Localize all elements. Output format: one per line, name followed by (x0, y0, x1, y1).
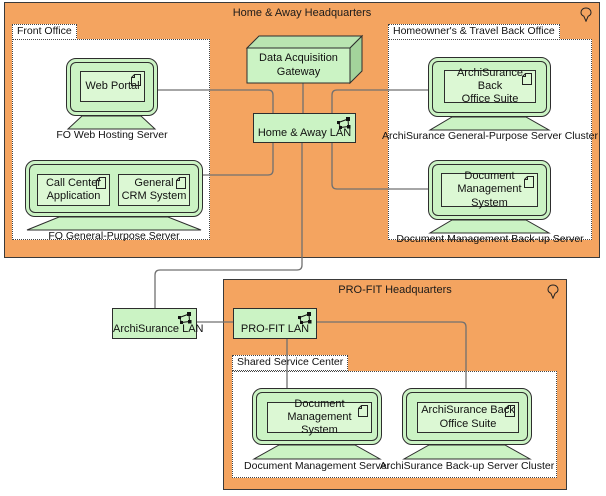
group-label: Front Office (17, 25, 72, 37)
artifact-document-icon (524, 176, 534, 188)
artifact-document-icon (522, 73, 532, 85)
device-label-dm-backup-server: Document Management Back-up Server (396, 233, 584, 245)
artifact-document-icon (505, 405, 515, 417)
connector-fo-server-to-ha-lan[interactable] (203, 143, 274, 176)
app-label: Document Management System (287, 397, 352, 437)
group-label: Homeowner's & Travel Back Office (393, 25, 555, 37)
app-archisurance-back-office-suite[interactable]: ArchiSurance Back Office Suite (417, 402, 519, 433)
device-label-fo-web-hosting-server: FO Web Hosting Server (56, 129, 168, 141)
network-icon (298, 312, 312, 324)
app-document-management-system[interactable]: Document Management System (441, 170, 538, 209)
app-label: Call Center Application (45, 176, 102, 202)
artifact-document-icon (358, 405, 368, 417)
location-pin-icon (580, 7, 592, 22)
artifact-document-icon (96, 177, 106, 189)
network-label: PRO-FIT LAN (240, 323, 310, 335)
device-label-archisurance-cluster: ArchiSurance General-Purpose Server Clus… (382, 130, 598, 142)
device-label-fo-general-purpose-server: FO General-Purpose Server (48, 230, 180, 242)
app-label: ArchiSurance Back Office Suite (456, 66, 524, 106)
location-title: PRO-FIT Headquarters (338, 284, 452, 296)
app-call-center-application[interactable]: Call Center Application (37, 174, 110, 206)
device-pedestal (428, 220, 551, 234)
gateway-label: Data Acquisition Gateway (259, 51, 338, 78)
device-pedestal (402, 445, 532, 460)
network-home-away-lan[interactable]: Home & Away LAN (253, 113, 356, 143)
group-tab-back-office[interactable]: Homeowner's & Travel Back Office (388, 24, 560, 40)
network-icon (337, 117, 351, 129)
device-pedestal (252, 445, 382, 460)
app-web-portal[interactable]: Web Portal (80, 71, 145, 102)
app-document-management-system[interactable]: Document Management System (267, 398, 372, 436)
artifact-document-icon (131, 74, 141, 86)
device-pedestal (428, 117, 551, 131)
app-label: ArchiSurance Back Office Suite (421, 404, 515, 430)
network-pro-fit-lan[interactable]: PRO-FIT LAN (233, 308, 317, 339)
connector-backup-server-to-ha-lan[interactable] (331, 143, 428, 190)
network-archisurance-lan[interactable]: ArchiSurance LAN (112, 308, 204, 339)
app-general-crm-system[interactable]: General CRM System (118, 174, 190, 206)
connector-profit-lan-to-backup-cluster[interactable] (317, 321, 467, 388)
device-label-archisurance-backup-cluster: ArchiSurance Back-up Server Cluster (379, 460, 555, 472)
network-label: ArchiSurance LAN (113, 323, 204, 335)
connector-ha-lan-to-archisurance-lan[interactable] (154, 143, 303, 308)
app-label: General CRM System (121, 176, 187, 202)
network-label: Home & Away LAN (257, 127, 352, 139)
node-data-acquisition-gateway[interactable] (244, 33, 364, 84)
network-icon (178, 312, 192, 324)
group-label: Shared Service Center (237, 356, 344, 368)
connector-cluster-to-ha-lan[interactable] (331, 89, 428, 113)
artifact-document-icon (176, 177, 186, 189)
app-label: Web Portal (85, 79, 140, 92)
connector-web-portal-to-ha-lan[interactable] (158, 89, 274, 113)
group-tab-shared-service-center[interactable]: Shared Service Center (232, 355, 349, 371)
location-title: Home & Away Headquarters (232, 7, 372, 19)
app-archisurance-back-office-suite[interactable]: ArchiSurance Back Office Suite (444, 67, 536, 105)
device-pedestal (66, 116, 157, 130)
device-label-dm-server: Document Management Server (244, 460, 390, 472)
device-pedestal (26, 217, 202, 231)
location-pin-icon (547, 284, 559, 299)
app-label: Document Management System (457, 170, 522, 209)
